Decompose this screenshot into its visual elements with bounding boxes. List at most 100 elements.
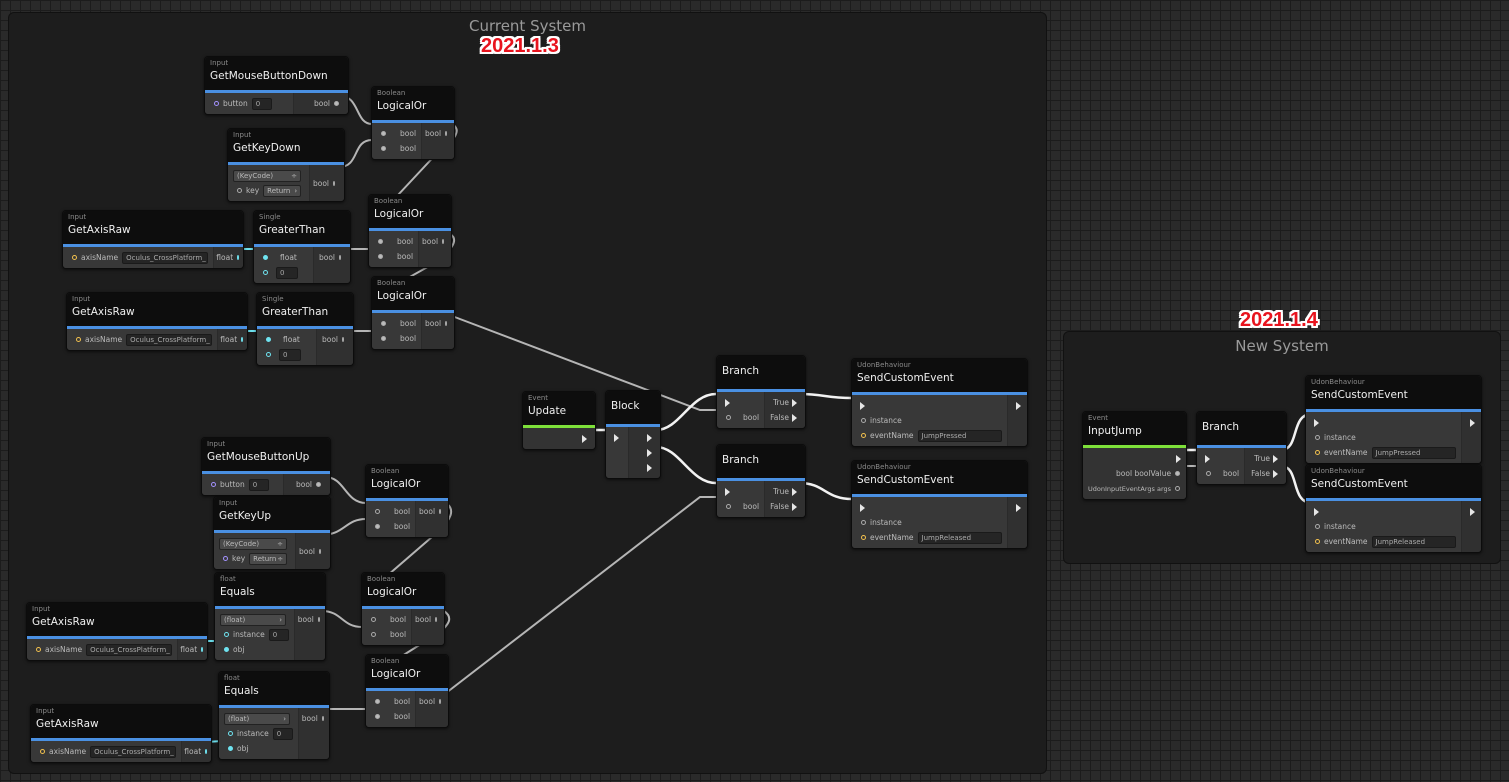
input-port[interactable] [228,731,233,736]
event-name-field[interactable]: JumpReleased [1371,535,1456,548]
axis-name-field[interactable]: Oculus_CrossPlatform_ [86,643,173,656]
input-port[interactable] [1315,539,1320,544]
flow-in-icon[interactable] [614,433,619,442]
output-port[interactable] [445,131,448,136]
output-port[interactable] [339,255,341,260]
input-port[interactable] [237,188,242,193]
type-dropdown[interactable]: (float)› [220,613,286,626]
output-port[interactable] [241,337,244,342]
input-port[interactable] [1315,524,1320,529]
input-port[interactable] [223,556,228,561]
keycode-dropdown[interactable]: (KeyCode)÷ [219,537,287,550]
input-port[interactable] [861,520,866,525]
input-port[interactable] [211,482,216,487]
input-port[interactable] [40,749,45,754]
axis-name-field[interactable]: Oculus_CrossPlatform_ [126,333,213,346]
output-port[interactable] [439,699,442,704]
flow-in-icon[interactable] [1314,507,1319,516]
output-port[interactable] [439,509,442,514]
flow-out-icon[interactable] [1176,454,1182,463]
input-port[interactable] [381,336,386,341]
output-port[interactable] [1175,471,1181,476]
input-port[interactable] [1315,435,1320,440]
flow-out-icon[interactable] [792,487,797,496]
flow-in-icon[interactable] [1314,418,1319,427]
keycode-dropdown[interactable]: (KeyCode)÷ [233,169,301,182]
flow-in-icon[interactable] [860,401,865,410]
input-port[interactable] [375,714,380,719]
input-port[interactable] [378,239,383,244]
input-port[interactable] [76,337,81,342]
input-port[interactable] [266,337,271,342]
node-block[interactable]: Block [605,390,661,479]
input-port[interactable] [263,255,268,260]
output-port[interactable] [445,321,448,326]
value-field[interactable]: 0 [276,266,298,279]
input-port[interactable] [861,535,866,540]
input-port[interactable] [375,699,380,704]
key-dropdown[interactable]: Return÷ [249,552,288,565]
input-port[interactable] [72,255,77,260]
input-port[interactable] [224,647,229,652]
output-port[interactable] [205,749,208,754]
output-port[interactable] [317,617,320,622]
output-port[interactable] [435,617,438,622]
input-port[interactable] [726,504,731,509]
flow-in-icon[interactable] [725,398,730,407]
input-port[interactable] [861,433,866,438]
input-port[interactable] [371,632,376,637]
input-port[interactable] [371,617,376,622]
value-field[interactable]: 0 [248,478,269,491]
input-port[interactable] [375,524,380,529]
flow-out-icon[interactable] [792,413,797,422]
value-field[interactable]: 0 [272,727,293,740]
input-port[interactable] [378,254,383,259]
flow-out-icon[interactable] [647,433,652,442]
output-port[interactable] [1175,486,1181,491]
input-port[interactable] [263,270,268,275]
flow-out-icon[interactable] [1469,507,1475,516]
flow-out-icon[interactable] [1273,469,1278,478]
flow-out-icon[interactable] [1469,418,1475,427]
flow-in-icon[interactable] [725,487,730,496]
input-port[interactable] [1206,471,1211,476]
flow-in-icon[interactable] [860,503,865,512]
flow-out-icon[interactable] [792,398,797,407]
value-field[interactable]: 0 [268,628,289,641]
flow-out-icon[interactable] [647,463,652,472]
value-field[interactable]: 0 [251,97,272,110]
output-port[interactable] [316,482,321,487]
output-port[interactable] [442,239,445,244]
output-port[interactable] [321,716,324,721]
input-port[interactable] [861,418,866,423]
output-port[interactable] [334,101,339,106]
input-port[interactable] [381,131,386,136]
input-port[interactable] [381,146,386,151]
output-port[interactable] [201,647,204,652]
output-port[interactable] [342,337,344,342]
event-name-field[interactable]: JumpReleased [917,531,1002,544]
input-port[interactable] [1315,450,1320,455]
flow-out-icon[interactable] [647,448,652,457]
